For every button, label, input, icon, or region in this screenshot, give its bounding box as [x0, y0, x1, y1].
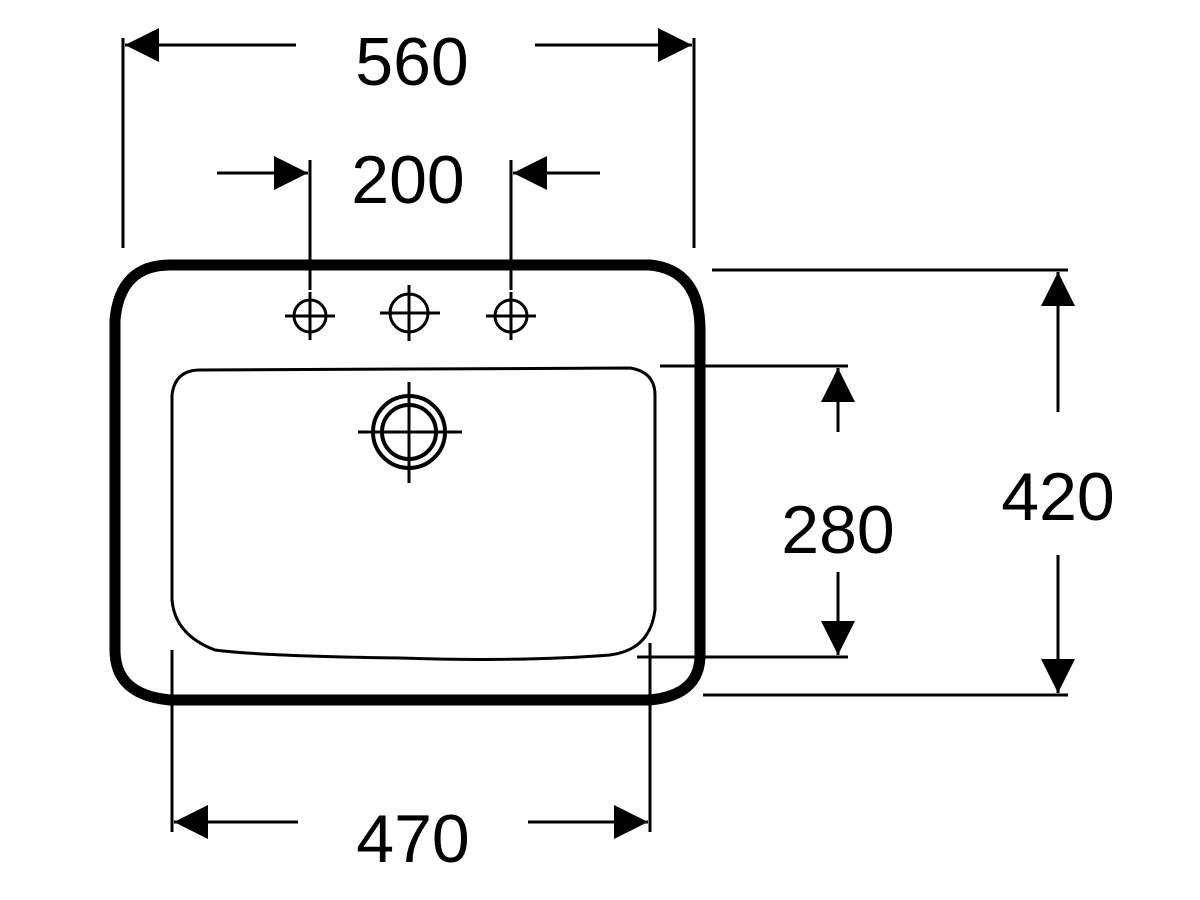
bowl-inner-outline [170, 366, 657, 661]
tap-hole-right-icon [486, 292, 536, 340]
dimension-label-overall-depth: 420 [1001, 459, 1114, 535]
dimension-label-bowl-depth: 280 [781, 492, 894, 568]
tap-hole-left-icon [285, 292, 335, 340]
drain-outlet-icon [358, 382, 462, 483]
dimension-label-bowl-width: 470 [356, 801, 469, 877]
tap-hole-center-icon [380, 285, 440, 341]
dimension-bowl-depth [637, 364, 855, 659]
dimension-bowl-width [170, 643, 652, 839]
dimension-label-overall-width: 560 [355, 24, 468, 100]
dimension-overall-width [121, 27, 696, 248]
dimension-label-tap-spacing: 200 [351, 142, 464, 218]
dimension-tap-spacing [217, 156, 600, 290]
dimension-overall-depth [703, 268, 1075, 697]
